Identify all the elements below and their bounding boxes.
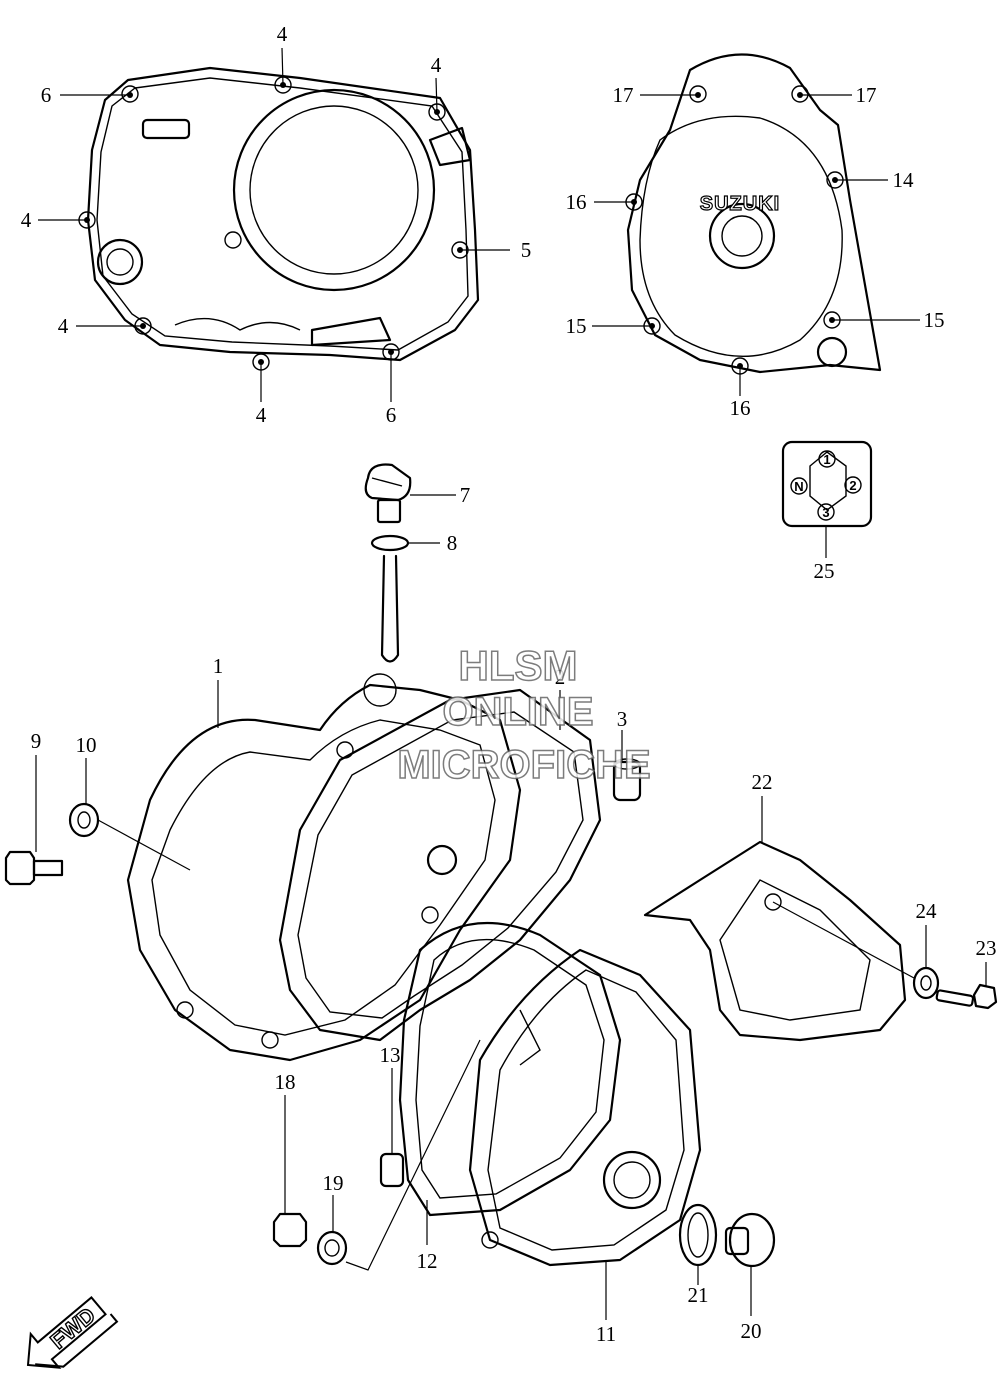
- washer-10: [68, 802, 100, 838]
- sprocket-cover: [643, 840, 907, 1042]
- fwd-arrow-icon: FWD: [26, 1296, 119, 1369]
- callout-17: 17: [856, 83, 877, 107]
- callout-12: 12: [417, 1249, 438, 1273]
- callout-5: 5: [521, 238, 532, 262]
- callout-13: 13: [380, 1043, 401, 1067]
- callout-4: 4: [431, 53, 442, 77]
- callout-6: 6: [41, 83, 52, 107]
- callout-16: 16: [566, 190, 587, 214]
- watermark-line-2: ONLINE: [442, 690, 593, 734]
- callout-20: 20: [741, 1319, 762, 1343]
- dowel-pin-13: [379, 1152, 405, 1188]
- callout-14: 14: [893, 168, 915, 192]
- cap-plug-20: [724, 1212, 776, 1268]
- dowel-pin-3: [612, 758, 642, 802]
- magneto-cover: [468, 948, 702, 1267]
- callout-4: 4: [21, 208, 32, 232]
- washer-24: [912, 966, 940, 1000]
- watermark-line-1: HLSM: [459, 642, 578, 689]
- callout-7: 7: [460, 483, 471, 507]
- callout-18: 18: [275, 1070, 296, 1094]
- callout-4: 4: [277, 22, 288, 46]
- magneto-gasket: [398, 921, 622, 1217]
- gear-n-text: N: [794, 479, 803, 494]
- watermark: HLSM ONLINE MICROFICHE: [397, 641, 652, 788]
- plug-18: [272, 1212, 308, 1248]
- watermark-line-3: MICROFICHE: [397, 743, 650, 787]
- cover-logo-text: SUZUKI: [700, 193, 780, 215]
- gear-3-text: 3: [822, 505, 829, 520]
- callout-11: 11: [596, 1322, 616, 1346]
- callout-4: 4: [256, 403, 267, 427]
- leader-lines: [35, 47, 987, 1320]
- callout-21: 21: [688, 1283, 709, 1307]
- callout-6: 6: [386, 403, 397, 427]
- gear-2-text: 2: [849, 478, 856, 493]
- callout-23: 23: [976, 936, 997, 960]
- bolt-9: [4, 850, 64, 886]
- callout-25: 25: [814, 559, 835, 583]
- callout-2: 2: [555, 665, 566, 689]
- callout-8: 8: [447, 531, 458, 555]
- callout-9: 9: [31, 729, 42, 753]
- callout-15: 15: [566, 314, 587, 338]
- crankcase-cover: [126, 673, 522, 1062]
- callout-17: 17: [613, 83, 634, 107]
- callout-24: 24: [916, 899, 938, 923]
- o-ring-21: [678, 1203, 718, 1267]
- callout-3: 3: [617, 707, 628, 731]
- magneto-cover-view: SUZUKI: [625, 53, 882, 375]
- o-ring-19: [316, 1230, 348, 1266]
- callout-22: 22: [752, 770, 773, 794]
- callout-10: 10: [76, 733, 97, 757]
- callout-1: 1: [213, 654, 224, 678]
- callout-16: 16: [730, 396, 751, 420]
- gear-indicator-label: 1 2 N 3: [781, 440, 873, 528]
- callout-15: 15: [924, 308, 945, 332]
- crankcase-gasket: [278, 688, 602, 1042]
- callout-numbers: 4 4 6 4 5 4 4 6 17 17 14 16 15 15 16 25 …: [21, 22, 997, 1346]
- clutch-cover-view: [78, 66, 480, 371]
- bolt-23: [935, 983, 998, 1010]
- gear-1-text: 1: [823, 452, 830, 467]
- callout-4: 4: [58, 314, 69, 338]
- oil-filler-cap: [364, 463, 412, 663]
- callout-19: 19: [323, 1171, 344, 1195]
